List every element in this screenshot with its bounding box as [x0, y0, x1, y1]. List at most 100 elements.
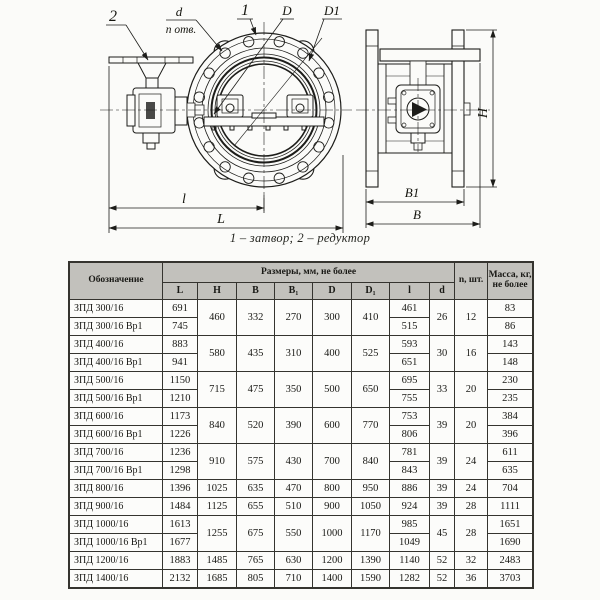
handwheel — [108, 56, 194, 64]
cell-mass: 2483 — [487, 551, 534, 570]
cell-mass: 1690 — [487, 533, 534, 552]
cell-L: 1150 — [162, 371, 198, 390]
col-header-n: n, шт. — [454, 262, 489, 300]
handwheel-hub — [137, 62, 167, 79]
cell-B1: 270 — [274, 299, 313, 336]
cell-H: 460 — [197, 299, 237, 336]
cell-l: 593 — [389, 335, 430, 354]
cell-l: 1282 — [389, 569, 430, 588]
cell-mass: 143 — [487, 335, 534, 354]
callout-ref1: 1 — [241, 2, 249, 19]
cell-designation: ЗПД 500/16 — [69, 371, 163, 390]
cell-mass: 230 — [487, 371, 534, 390]
col-header-L: L — [162, 282, 198, 300]
cell-n: 16 — [454, 335, 489, 372]
cell-mass: 1111 — [487, 497, 534, 516]
cell-B1: 710 — [274, 569, 313, 588]
cell-H: 1485 — [197, 551, 237, 570]
cell-d: 39 — [428, 407, 456, 444]
cell-mass: 611 — [487, 443, 534, 462]
cell-designation: ЗПД 700/16 — [69, 443, 163, 462]
col-header-mass: Масса, кг, не более — [487, 262, 534, 300]
cell-L: 745 — [162, 317, 198, 336]
cell-H: 1025 — [197, 479, 237, 498]
cell-d: 52 — [428, 569, 456, 588]
valve-technical-drawing: 2 d n отв. 1 D D1 l L H B1 B — [100, 2, 497, 233]
cell-D: 1400 — [312, 569, 352, 588]
cell-L: 1226 — [162, 425, 198, 444]
col-header-B: B — [236, 282, 275, 300]
col-header-D: D — [312, 282, 352, 300]
cell-designation: ЗПД 1200/16 — [69, 551, 163, 570]
cell-L: 1236 — [162, 443, 198, 462]
cell-designation: ЗПД 1400/16 — [69, 569, 163, 588]
dim-label-L: L — [216, 212, 225, 227]
cell-D: 400 — [312, 335, 352, 372]
cell-n: 24 — [454, 443, 489, 480]
cell-D1: 650 — [351, 371, 390, 408]
cell-L: 941 — [162, 353, 198, 372]
cell-D1: 1170 — [351, 515, 390, 552]
cell-l: 886 — [389, 479, 430, 498]
drawing-labels: 2 d n отв. 1 D D1 l L H B1 B — [109, 2, 491, 227]
cell-D1: 1050 — [351, 497, 390, 516]
cell-D1: 525 — [351, 335, 390, 372]
cell-B: 520 — [236, 407, 275, 444]
cell-designation: ЗПД 1000/16 Вр1 — [69, 533, 163, 552]
table-row: ЗПД 1400/16 2132 1685 805 710 1400 1590 … — [69, 569, 534, 588]
callout-leaders — [106, 18, 342, 115]
cell-mass: 83 — [487, 299, 534, 318]
callout-d: d — [176, 4, 183, 19]
cell-l: 755 — [389, 389, 430, 408]
callout-D: D — [281, 3, 292, 18]
cell-d: 33 — [428, 371, 456, 408]
cell-designation: ЗПД 600/16 Вр1 — [69, 425, 163, 444]
cell-designation: ЗПД 700/16 Вр1 — [69, 461, 163, 480]
cell-n: 28 — [454, 497, 489, 516]
cell-d: 39 — [428, 443, 456, 480]
cell-mass: 3703 — [487, 569, 534, 588]
cell-l: 461 — [389, 299, 430, 318]
cell-B: 765 — [236, 551, 275, 570]
cell-D: 700 — [312, 443, 352, 480]
col-header-D1: D₁ — [351, 282, 390, 300]
table-row: ЗПД 400/16 883 580 435 310 400 525 593 3… — [69, 335, 534, 372]
table-row: ЗПД 1200/16 1883 1485 765 630 1200 1390 … — [69, 551, 534, 570]
cell-L: 1396 — [162, 479, 198, 498]
cell-B1: 390 — [274, 407, 313, 444]
cell-l: 985 — [389, 515, 430, 534]
cell-l: 515 — [389, 317, 430, 336]
table-row: ЗПД 800/16 1396 1025 635 470 800 950 886… — [69, 479, 534, 498]
dim-label-B: B — [413, 207, 421, 222]
col-header-H: H — [197, 282, 237, 300]
dimensions-table: Обозначение Размеры, мм, не более n, шт.… — [67, 261, 535, 589]
cell-L: 1173 — [162, 407, 198, 426]
left-flange — [365, 29, 379, 188]
cell-H: 1255 — [197, 515, 237, 552]
cell-mass: 235 — [487, 389, 534, 408]
cell-d: 52 — [428, 551, 456, 570]
cell-d: 45 — [428, 515, 456, 552]
cell-mass: 1651 — [487, 515, 534, 534]
cell-l: 806 — [389, 425, 430, 444]
cell-B: 655 — [236, 497, 275, 516]
reducer-side — [387, 84, 441, 151]
cell-mass: 148 — [487, 353, 534, 372]
table-row: ЗПД 500/16 1150 715 475 350 500 650 695 … — [69, 371, 534, 408]
cell-B1: 470 — [274, 479, 313, 498]
cell-B: 575 — [236, 443, 275, 480]
reducer-and-handwheel — [108, 56, 205, 150]
cell-designation: ЗПД 300/16 — [69, 299, 163, 318]
col-header-B1: B₁ — [274, 282, 313, 300]
cell-mass: 86 — [487, 317, 534, 336]
cell-designation: ЗПД 400/16 Вр1 — [69, 353, 163, 372]
callout-n-holes: n отв. — [166, 24, 197, 36]
cell-designation: ЗПД 500/16 Вр1 — [69, 389, 163, 408]
cell-n: 28 — [454, 515, 489, 552]
table-subheader-row: L H B B₁ D D₁ l d — [70, 282, 533, 300]
cell-l: 1049 — [389, 533, 430, 552]
cell-D1: 950 — [351, 479, 390, 498]
cell-B1: 550 — [274, 515, 313, 552]
cell-n: 32 — [454, 551, 489, 570]
